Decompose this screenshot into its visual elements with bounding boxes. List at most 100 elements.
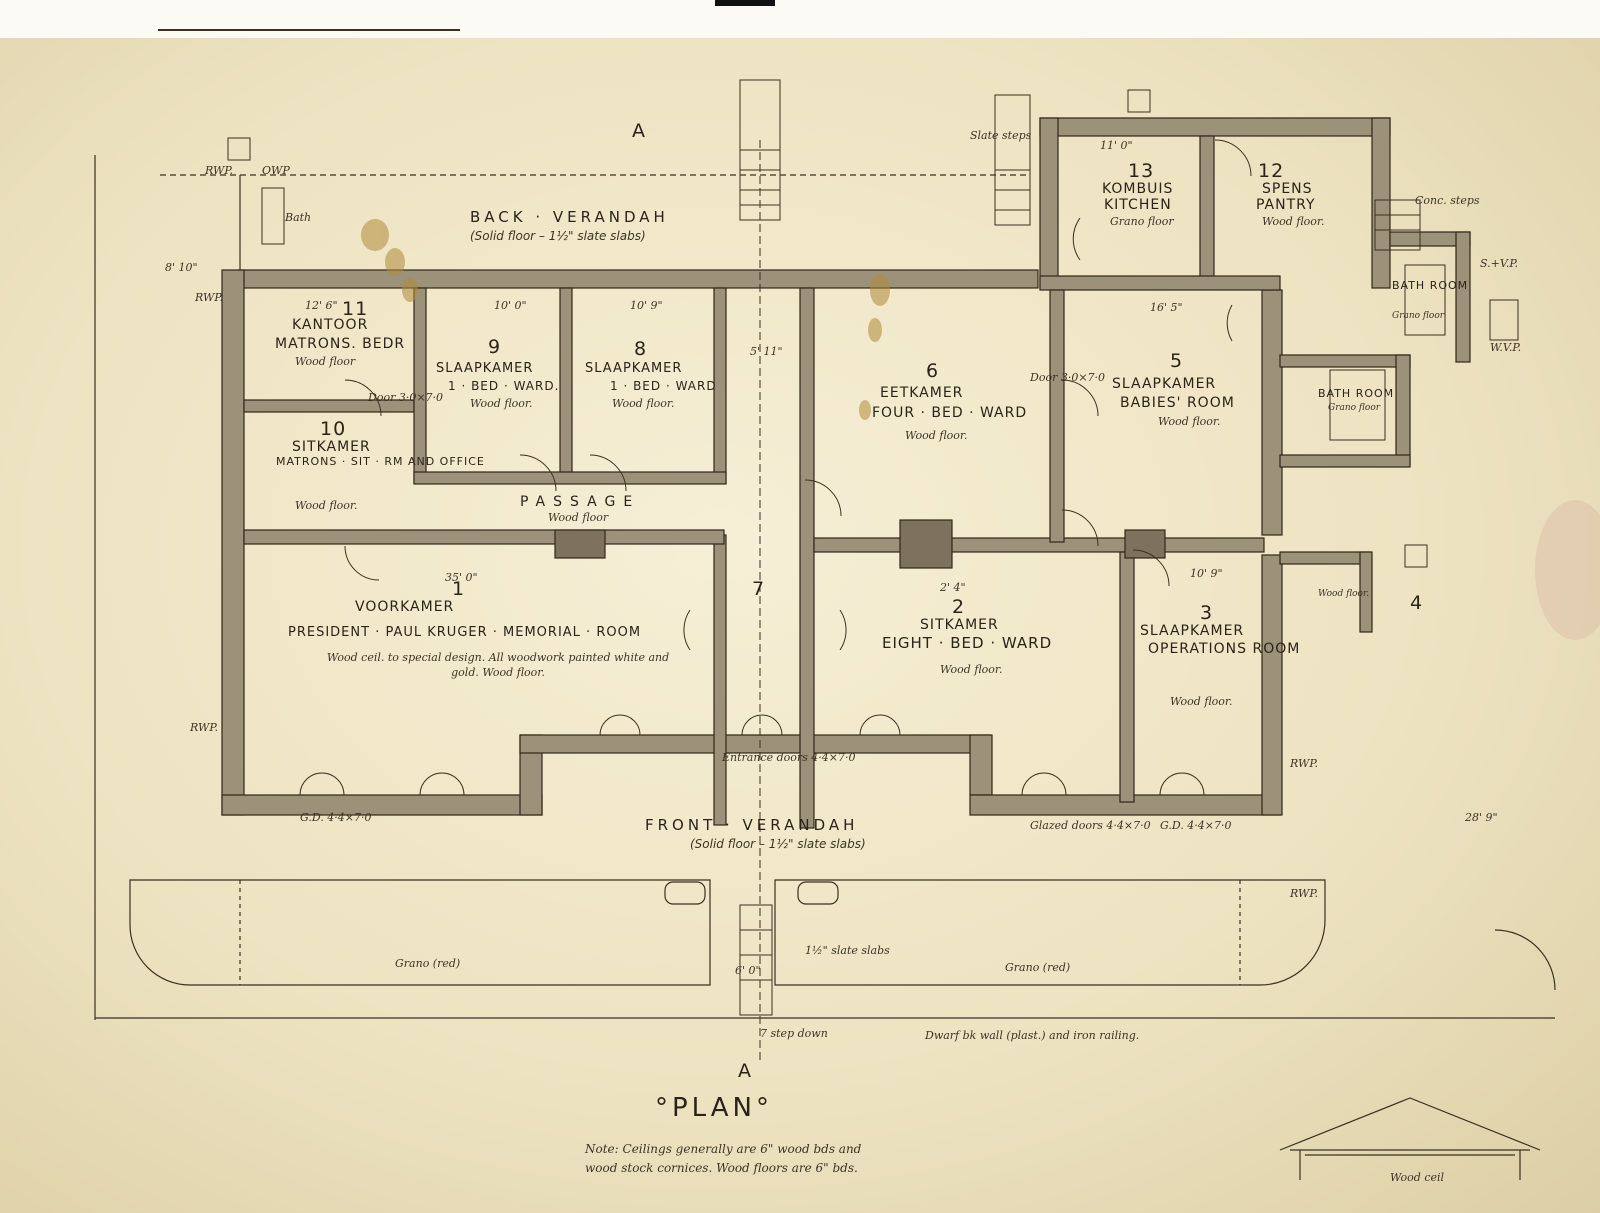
room-13-floor: Grano floor: [1110, 215, 1174, 228]
grano-right: Grano (red): [1005, 961, 1071, 974]
room-6-number: 6: [926, 360, 940, 382]
conc-steps-label: Conc. steps: [1415, 194, 1480, 207]
dim-verandah-depth: 8' 10": [165, 261, 198, 274]
room-2-name: SITKAMER: [920, 617, 999, 633]
room-8-name: SLAAPKAMER: [585, 361, 683, 376]
wvp-box: [1489, 299, 1519, 341]
wvp-label: W.V.P.: [1490, 341, 1522, 354]
section-marker-bottom: A: [738, 1060, 752, 1082]
edge-stain: [1535, 500, 1600, 640]
wall-kitchen-mid: [1199, 135, 1215, 287]
room-11-sub: MATRONS. BEDR: [275, 336, 406, 352]
wall-kitchen-top: [1039, 117, 1391, 137]
bath-label: Bath: [285, 211, 312, 224]
room-11-floor: Wood floor: [295, 355, 356, 368]
wood-ceil-label: Wood ceil: [1390, 1171, 1445, 1184]
owp-label: OWP: [262, 164, 290, 177]
fixtures: [227, 89, 1519, 568]
door-label-5: Door 3·0×7·0: [1030, 371, 1106, 384]
room-5-floor: Wood floor.: [1158, 415, 1221, 428]
dim-room9-width: 10' 0": [494, 299, 527, 312]
room-4-floor: Wood floor.: [1318, 589, 1370, 599]
wall-kitchen-right: [1371, 117, 1391, 289]
rwp-label-1: RWP.: [205, 164, 234, 177]
bathroom-2-floor: Grano floor: [1328, 403, 1381, 413]
dim-kitchen-width: 11' 0": [1100, 139, 1133, 152]
room-8-sub: 1 · BED · WARD: [610, 379, 717, 393]
verandah-left-planter: [129, 879, 711, 986]
box-room4: [1404, 544, 1428, 568]
room-6-floor: Wood floor.: [905, 429, 968, 442]
verandah-right-planter: [774, 879, 1326, 986]
front-verandah-note: (Solid floor – 1½" slate slabs): [690, 837, 866, 851]
room-1-sub: PRESIDENT · PAUL KRUGER · MEMORIAL · ROO…: [288, 625, 642, 640]
room-10-sub: MATRONS · SIT · RM AND OFFICE: [276, 455, 485, 468]
dim-right-offset: 28' 9": [1465, 811, 1498, 824]
room-5-sub: BABIES' ROOM: [1120, 395, 1235, 411]
wall-room4-right: [1359, 551, 1373, 633]
wall-step-2: [969, 734, 993, 796]
slate-slabs-label: 1½" slate slabs: [805, 944, 890, 957]
rwp-label-2: RWP.: [195, 291, 224, 304]
room-11-name: KANTOOR: [292, 317, 369, 333]
passage-label: PASSAGE: [520, 494, 641, 510]
wall-right-upper: [1261, 289, 1283, 536]
room-2-number: 2: [952, 596, 966, 618]
wall-bath2-right: [1395, 354, 1411, 466]
dim-room1-width: 35' 0": [445, 571, 478, 584]
slate-steps-label: Slate steps: [970, 129, 1032, 142]
steps-down-label: 7 step down: [760, 1027, 828, 1040]
dwarf-wall-label: Dwarf bk wall (plast.) and iron railing.: [925, 1029, 1140, 1042]
roof-elevation-sketch: [1279, 1097, 1541, 1180]
wall-passage-left-lower: [713, 534, 727, 826]
wall-bedward-bottom: [413, 471, 727, 485]
room-5-number: 5: [1170, 350, 1184, 372]
room-6-name: EETKAMER: [880, 385, 964, 401]
plan-note: Note: Ceilings generally are 6" wood bds…: [585, 1142, 862, 1176]
room-5-name: SLAAPKAMER: [1112, 376, 1217, 392]
room-10-name: SITKAMER: [292, 439, 371, 455]
room-3-number: 3: [1200, 602, 1214, 624]
room-8-floor: Wood floor.: [612, 397, 675, 410]
bathroom-1-floor: Grano floor: [1392, 311, 1445, 321]
wall-9-8: [559, 287, 573, 484]
wall-front-left: [221, 794, 543, 816]
dim-room8-width: 10' 9": [630, 299, 663, 312]
dim-room5-width: 16' 5": [1150, 301, 1183, 314]
scan-border: [0, 0, 1600, 38]
room-3-name: SLAAPKAMER: [1140, 623, 1245, 639]
grano-left: Grano (red): [395, 957, 461, 970]
back-verandah-note: (Solid floor – 1½" slate slabs): [470, 229, 646, 243]
bathtub-2: [1329, 369, 1386, 441]
age-stains: [361, 219, 890, 420]
planter-right: [797, 881, 839, 905]
room-13-number: 13: [1128, 160, 1155, 182]
chimney-right: [1124, 529, 1166, 559]
bathroom-2-name: BATH ROOM: [1318, 387, 1395, 400]
room-11-number: 11: [342, 298, 369, 320]
door-label-11: Door 3·0×7·0: [368, 391, 444, 404]
glazed-doors-label: Glazed doors 4·4×7·0: [1030, 819, 1151, 832]
room-1-number: 1: [452, 578, 466, 600]
room-2-sub: EIGHT · BED · WARD: [882, 634, 1053, 652]
walls: [221, 117, 1471, 829]
front-verandah-outline: [129, 879, 1556, 991]
wall-6-2: [813, 537, 1265, 553]
wall-passage-right: [799, 287, 815, 829]
room-10-floor: Wood floor.: [295, 499, 358, 512]
wall-6-5: [1049, 289, 1065, 543]
wall-right-lower: [1261, 554, 1283, 816]
room-12-sub: PANTRY: [1256, 197, 1316, 213]
room-13-name: KOMBUIS: [1102, 181, 1174, 197]
dim-steps-width: 6' 0": [735, 964, 761, 977]
wall-room4-top: [1279, 551, 1371, 565]
room-9-sub: 1 · BED · WARD.: [448, 379, 560, 393]
room-3-floor: Wood floor.: [1170, 695, 1233, 708]
room-1-name: VOORKAMER: [355, 599, 455, 615]
wall-10-9: [413, 287, 427, 484]
dim-chimney: 2' 4": [940, 581, 966, 594]
bathroom-1-name: BATH ROOM: [1392, 279, 1469, 292]
passage-floor: Wood floor: [548, 511, 609, 524]
